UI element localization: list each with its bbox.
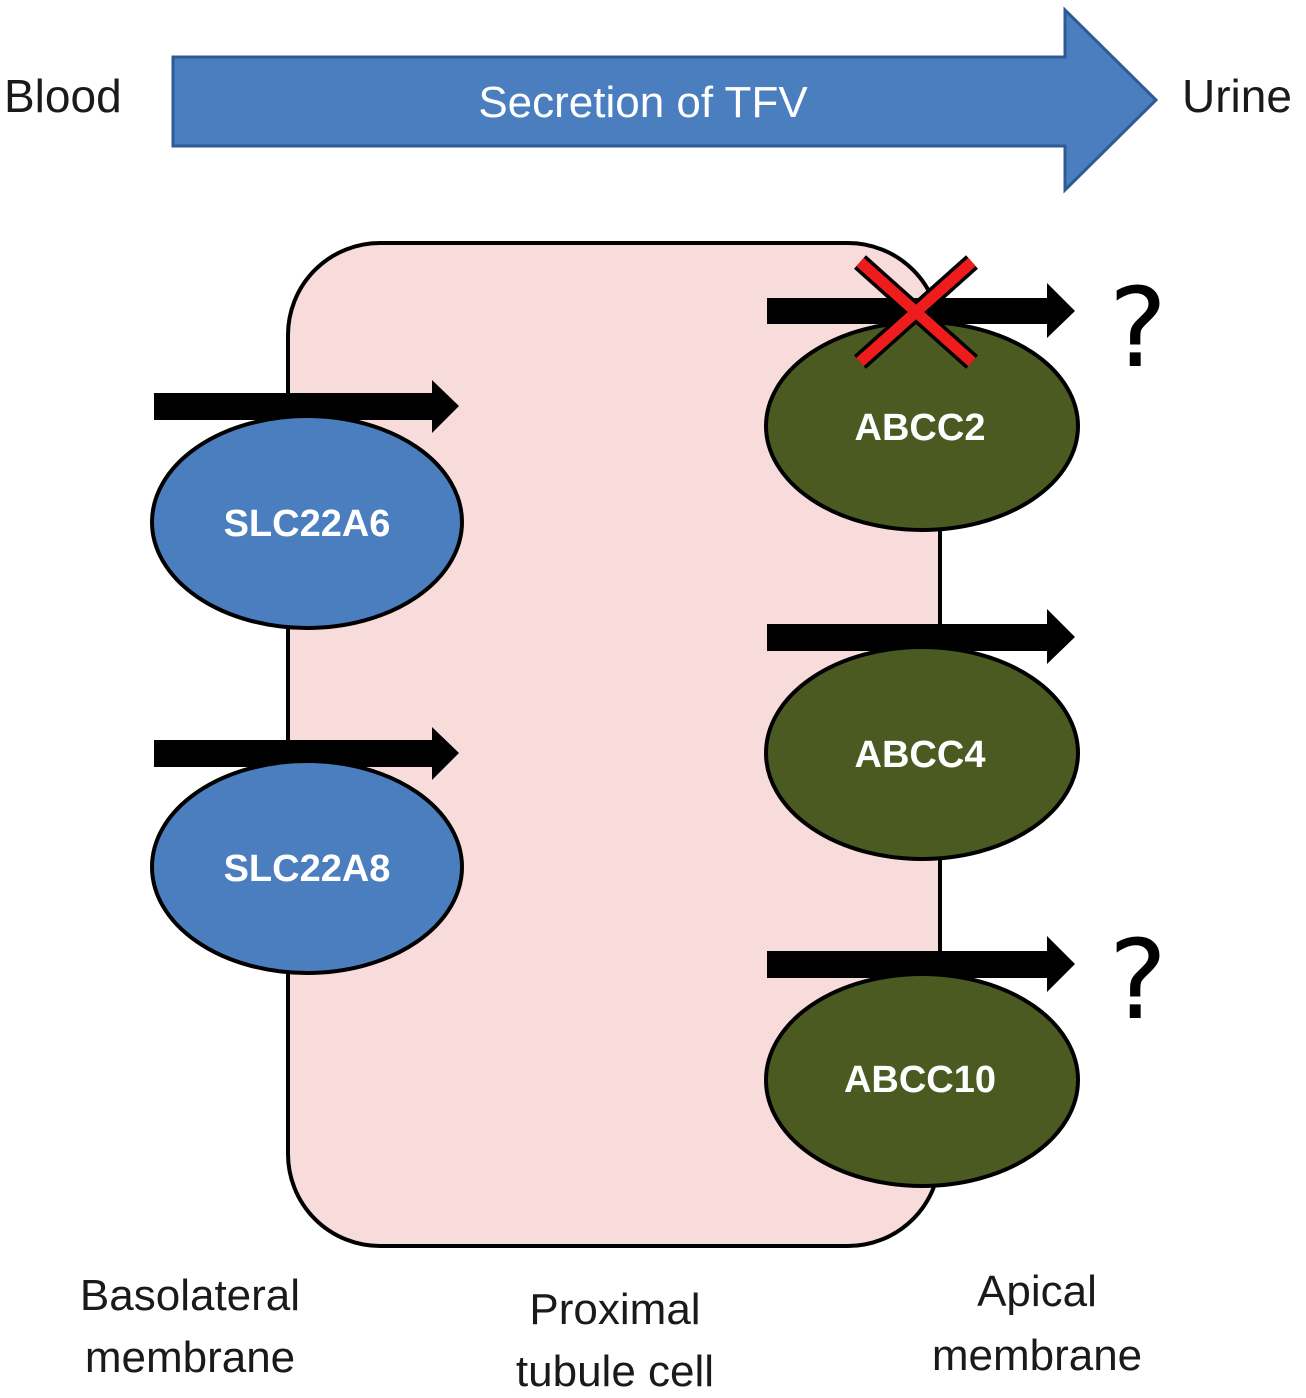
secretion-banner-text: Secretion of TFV — [478, 78, 808, 127]
efflux-arrow — [767, 609, 1075, 664]
transporter-abcc4: ABCC4 — [764, 609, 1080, 861]
transporter-ellipse — [764, 972, 1080, 1188]
transporter-slc22a8: SLC22A8 — [150, 727, 464, 975]
cell-caption-line1: Proximal — [529, 1285, 700, 1334]
urine-label: Urine — [1182, 70, 1292, 122]
efflux-arrow — [767, 936, 1075, 992]
transporter-ellipse — [150, 759, 464, 975]
cell-caption-line2: tubule cell — [516, 1347, 714, 1396]
influx-arrow — [154, 727, 459, 780]
transporter-label: ABCC2 — [855, 407, 986, 449]
basolateral-caption-line2: membrane — [85, 1333, 295, 1382]
uncertain-question-mark: ? — [1109, 916, 1167, 1044]
transporter-label: SLC22A6 — [224, 503, 391, 545]
basolateral-caption-line1: Basolateral — [80, 1271, 300, 1320]
transporter-label: ABCC4 — [855, 734, 986, 776]
uncertain-question-mark: ? — [1109, 264, 1167, 392]
secretion-banner-arrow — [171, 6, 1159, 194]
transporter-abcc10: ABCC10 ? — [764, 916, 1167, 1188]
influx-arrow — [154, 380, 459, 433]
transporter-abcc2: ABCC2 ? — [764, 255, 1167, 532]
blood-label: Blood — [4, 70, 122, 122]
transporter-ellipse — [764, 645, 1080, 861]
blocked-cross-icon — [854, 255, 978, 369]
transporter-label: ABCC10 — [844, 1059, 996, 1101]
apical-caption-line2: membrane — [932, 1331, 1142, 1380]
apical-caption-line1: Apical — [977, 1267, 1097, 1316]
transporter-ellipse — [150, 414, 464, 630]
transporter-label: SLC22A8 — [224, 848, 391, 890]
transporter-slc22a6: SLC22A6 — [150, 380, 464, 630]
